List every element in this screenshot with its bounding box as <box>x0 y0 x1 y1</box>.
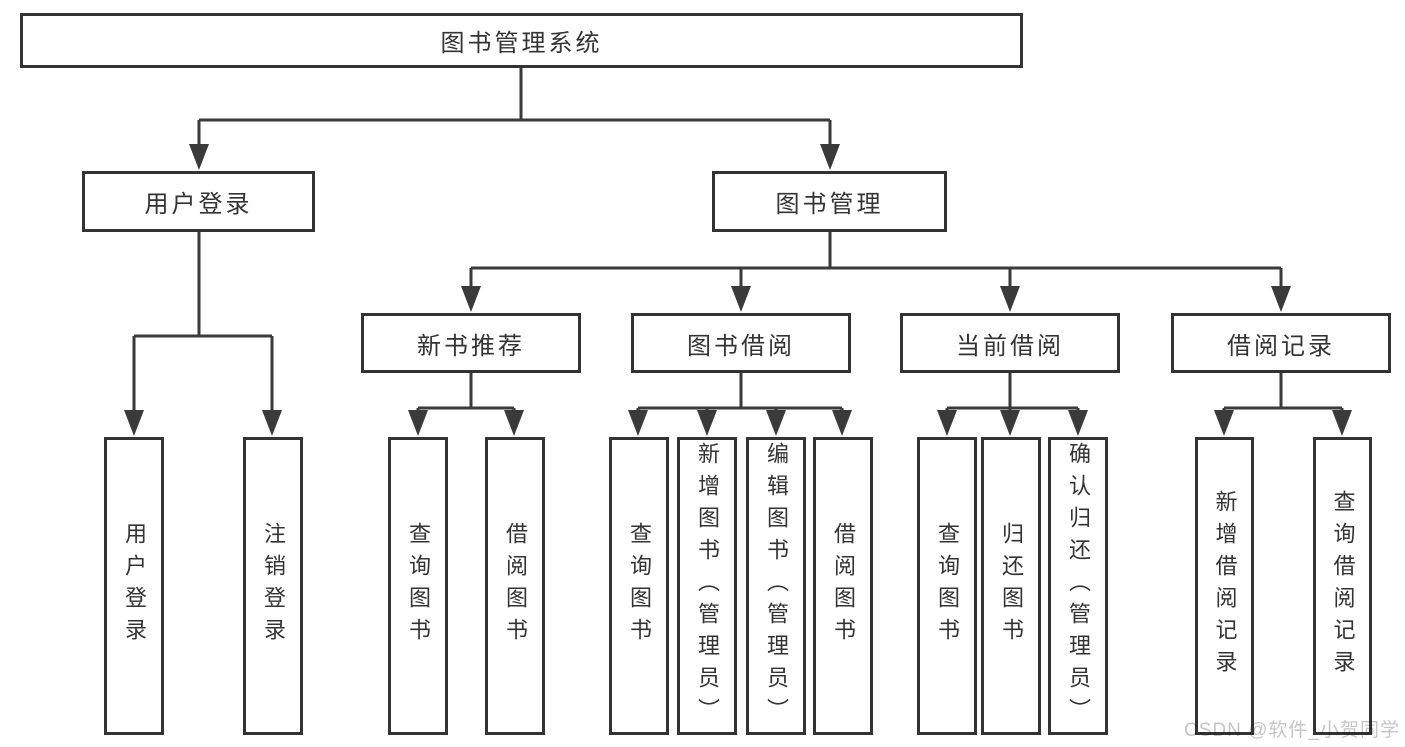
node-label: 归还图书 <box>999 522 1024 650</box>
leaf-query-books-borrowing: 查询图书 <box>609 437 669 735</box>
node-label: 借阅记录 <box>1227 332 1335 360</box>
node-label: 借阅图书 <box>831 522 856 650</box>
leaf-confirm-return-admin: 确认归还（管理员） <box>1048 437 1108 735</box>
leaf-edit-books-admin: 编辑图书（管理员） <box>746 437 806 735</box>
leaf-add-borrow-record: 新增借阅记录 <box>1195 437 1254 735</box>
node-label: 查询图书 <box>627 522 652 650</box>
csdn-watermark: CSDN @软件_小贺同学 <box>1184 720 1400 741</box>
node-borrowing-records: 借阅记录 <box>1171 313 1391 373</box>
leaf-return-books: 归还图书 <box>981 437 1041 735</box>
node-label: 注销登录 <box>261 522 286 650</box>
node-label: 借阅图书 <box>503 522 528 650</box>
node-label: 图书管理系统 <box>440 30 603 57</box>
leaf-query-borrow-record: 查询借阅记录 <box>1313 437 1372 735</box>
node-label: 当前借阅 <box>956 332 1064 360</box>
node-label: 新书推荐 <box>417 332 525 360</box>
node-library-management-system: 图书管理系统 <box>20 13 1023 68</box>
node-current-borrowing: 当前借阅 <box>900 313 1120 373</box>
node-label: 查询借阅记录 <box>1330 490 1356 682</box>
leaf-add-books-admin: 新增图书（管理员） <box>677 437 737 735</box>
node-new-book-recommendation: 新书推荐 <box>361 313 581 373</box>
arrowheads <box>124 144 1352 436</box>
node-label: 新增借阅记录 <box>1212 490 1238 682</box>
node-label: 查询图书 <box>935 522 960 650</box>
node-label: 编辑图书（管理员） <box>764 442 789 730</box>
node-label: 图书管理 <box>775 191 884 218</box>
node-label: 图书借阅 <box>687 332 795 360</box>
node-label: 新增图书（管理员） <box>695 442 720 730</box>
node-book-borrowing: 图书借阅 <box>631 313 851 373</box>
node-label: 查询图书 <box>406 522 431 650</box>
node-label: 确认归还（管理员） <box>1066 442 1091 730</box>
node-label: 用户登录 <box>144 191 253 218</box>
leaf-user-login: 用户登录 <box>104 437 164 735</box>
node-label: 用户登录 <box>122 522 147 650</box>
node-user-login: 用户登录 <box>82 171 315 232</box>
leaf-borrow-books-recommend: 借阅图书 <box>485 437 545 735</box>
leaf-logout: 注销登录 <box>243 437 303 735</box>
leaf-query-books-current: 查询图书 <box>917 437 977 735</box>
node-book-management: 图书管理 <box>712 171 947 232</box>
leaf-borrow-books: 借阅图书 <box>813 437 873 735</box>
leaf-query-books-recommend: 查询图书 <box>388 437 448 735</box>
